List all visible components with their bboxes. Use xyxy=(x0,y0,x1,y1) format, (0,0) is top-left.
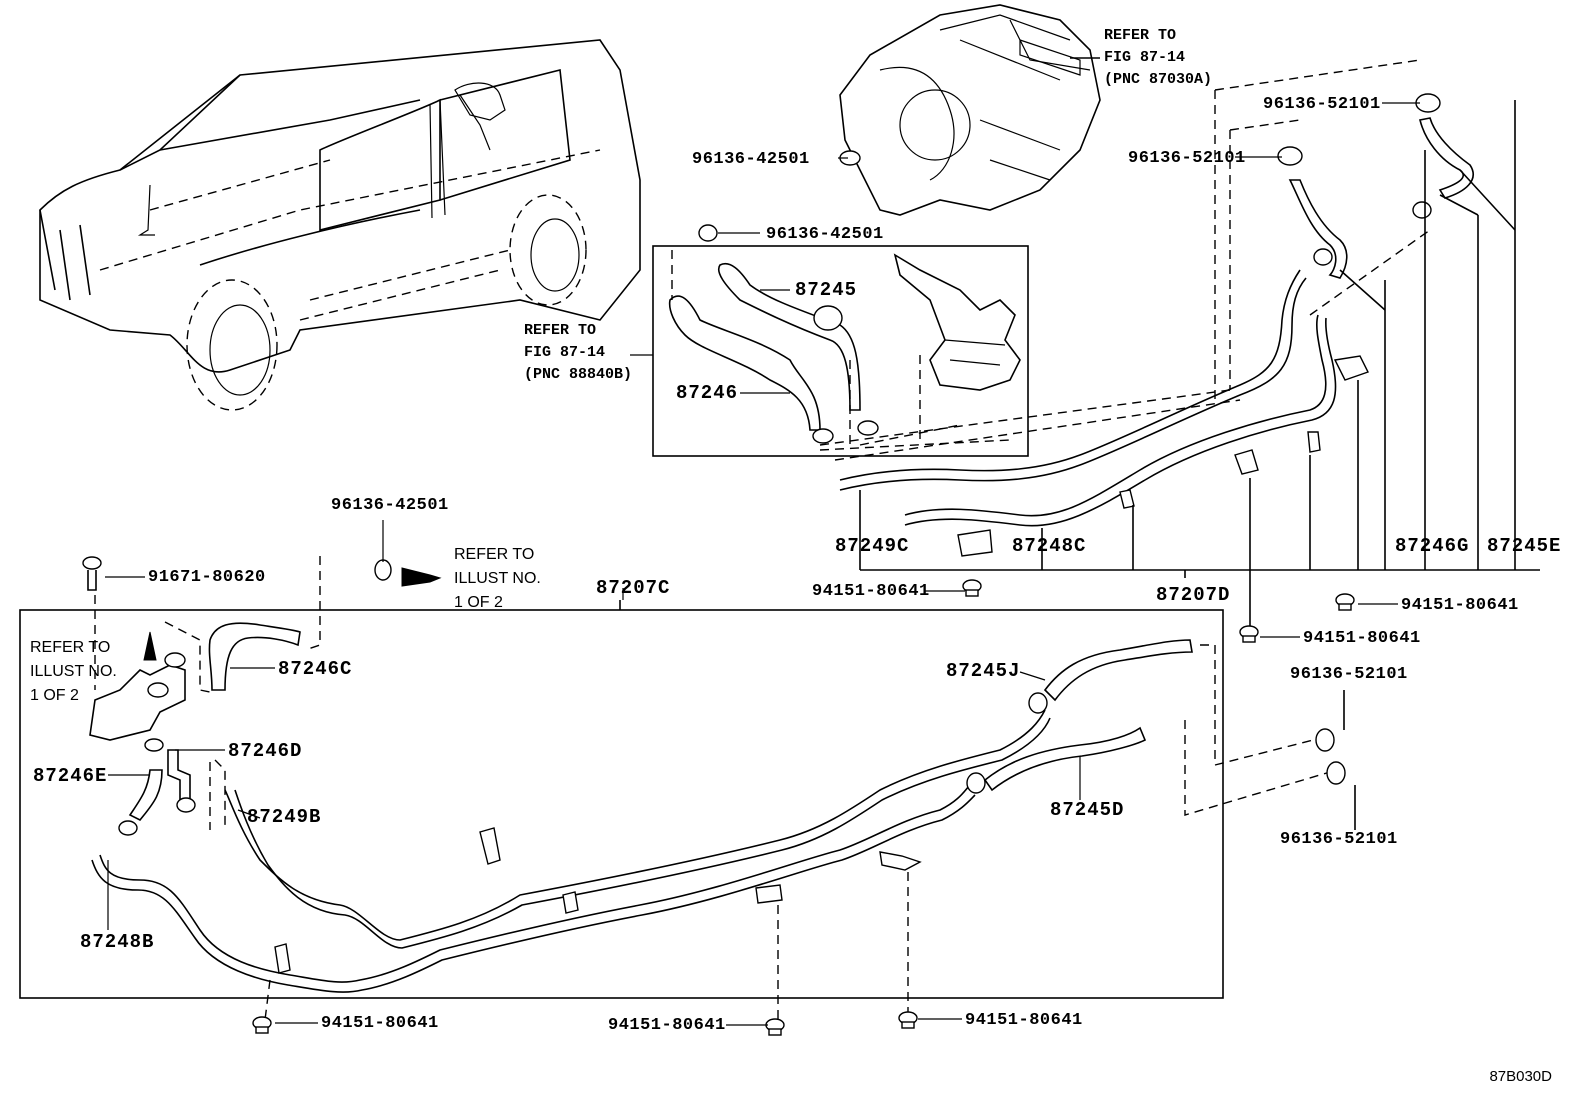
part-label[interactable]: 96136-42501 xyxy=(331,496,449,515)
rear-pipe-assembly-top xyxy=(819,59,1474,557)
part-label[interactable]: 94151-80641 xyxy=(608,1016,726,1035)
part-label[interactable]: 87248C xyxy=(1012,535,1087,557)
part-label[interactable]: 96136-52101 xyxy=(1128,149,1246,168)
bolt-icon xyxy=(82,556,102,591)
note-line: REFER TO xyxy=(30,639,111,656)
part-label[interactable]: 94151-80641 xyxy=(812,582,930,601)
part-label[interactable]: 87249C xyxy=(835,535,910,557)
part-label[interactable]: 87246C xyxy=(278,658,353,680)
leader-lines xyxy=(105,102,1420,1026)
nut-icon xyxy=(898,1011,918,1029)
heater-unit-reference-note: REFER TO FIG 87-14 (PNC 87030A) xyxy=(1104,25,1212,91)
nut-icon xyxy=(962,579,982,597)
part-label[interactable]: 94151-80641 xyxy=(321,1014,439,1033)
water-valve-reference-note: REFER TO FIG 87-14 (PNC 88840B) xyxy=(524,320,632,386)
nut-icon xyxy=(252,1016,272,1034)
part-label[interactable]: 87248B xyxy=(80,931,155,953)
right-side-clamps xyxy=(1184,478,1356,830)
group-label-87207d[interactable]: 87207D xyxy=(1156,584,1231,606)
note-line: (PNC 88840B) xyxy=(524,366,633,383)
part-label[interactable]: 94151-80641 xyxy=(965,1011,1083,1030)
note-line: REFER TO xyxy=(524,322,597,339)
note-line: ILLUST NO. xyxy=(454,570,541,587)
fasteners xyxy=(82,150,1355,1036)
note-line: ILLUST NO. xyxy=(30,663,117,680)
water-valve-inset xyxy=(652,245,1029,457)
valve-arrow-reference-note: REFER TO ILLUST NO. 1 OF 2 xyxy=(30,636,117,708)
vehicle-illustration xyxy=(39,39,641,411)
nut-icon xyxy=(1239,625,1259,643)
group-label-87207c[interactable]: 87207C xyxy=(596,577,671,599)
part-label[interactable]: 91671-80620 xyxy=(148,568,266,587)
part-label[interactable]: 87246G xyxy=(1395,535,1470,557)
clamp-icon xyxy=(698,224,718,242)
note-line: 1 OF 2 xyxy=(30,687,79,704)
part-label[interactable]: 87245J xyxy=(946,660,1021,682)
part-label[interactable]: 87246 xyxy=(676,382,739,404)
part-label[interactable]: 96136-42501 xyxy=(692,150,810,169)
drawing-code: 87B030D xyxy=(1489,1068,1552,1085)
part-label[interactable]: 94151-80641 xyxy=(1401,596,1519,615)
part-label[interactable]: 87249B xyxy=(247,806,322,828)
note-line: FIG 87-14 xyxy=(524,344,606,361)
note-line: REFER TO xyxy=(454,546,535,563)
part-label[interactable]: 87245D xyxy=(1050,799,1125,821)
part-label[interactable]: 87246D xyxy=(228,740,303,762)
part-label[interactable]: 96136-52101 xyxy=(1263,95,1381,114)
part-label[interactable]: 87246E xyxy=(33,765,108,787)
heater-unit xyxy=(839,4,1101,216)
part-label[interactable]: 87245 xyxy=(795,279,858,301)
part-label[interactable]: 94151-80641 xyxy=(1303,629,1421,648)
nut-icon xyxy=(765,1018,785,1036)
note-line: FIG 87-14 xyxy=(1104,49,1186,66)
nut-icon xyxy=(1335,593,1355,611)
clamp-icon xyxy=(374,559,392,581)
front-pipe-assembly-box xyxy=(19,556,1224,1021)
part-label[interactable]: 96136-52101 xyxy=(1290,665,1408,684)
clamp-arrow-reference-note: REFER TO ILLUST NO. 1 OF 2 xyxy=(454,543,541,615)
note-line: (PNC 87030A) xyxy=(1104,71,1213,88)
note-line: REFER TO xyxy=(1104,27,1177,44)
arrow-icon xyxy=(401,567,442,587)
group-bracket-87207d xyxy=(859,100,1540,578)
part-label[interactable]: 96136-52101 xyxy=(1280,830,1398,849)
part-label[interactable]: 96136-42501 xyxy=(766,225,884,244)
part-label[interactable]: 87245E xyxy=(1487,535,1562,557)
note-line: 1 OF 2 xyxy=(454,594,503,611)
